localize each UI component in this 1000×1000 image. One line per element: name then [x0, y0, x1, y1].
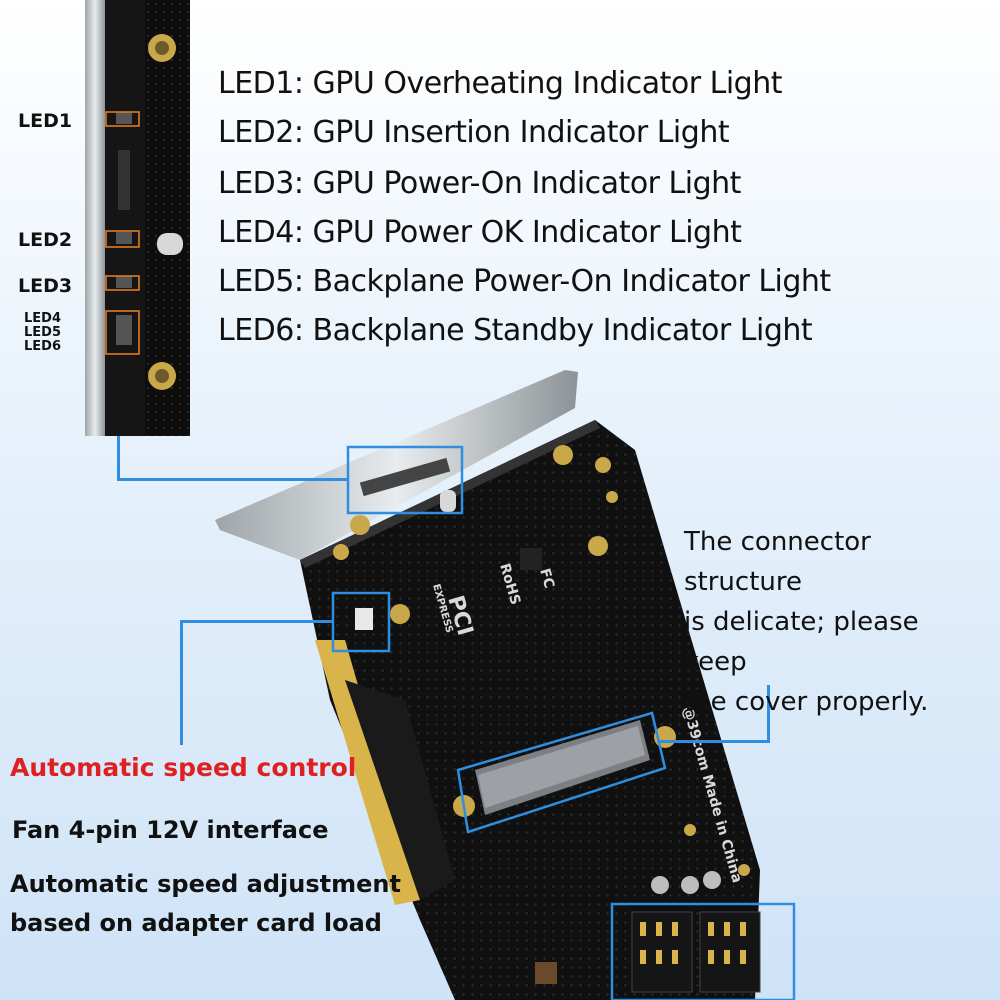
note-callout-line-horizontal [660, 740, 770, 743]
header-callout-box [610, 902, 796, 1000]
led4-label: LED4 [24, 311, 62, 326]
fc-mark: FC [536, 567, 557, 590]
connector-cover-callout-box [456, 711, 667, 834]
connector-note-line3: the cover properly. [684, 687, 929, 717]
led6-label: LED6 [24, 339, 62, 354]
led1-highlight-box [105, 111, 140, 127]
led2-description: LED2: GPU Insertion Indicator Light [218, 115, 730, 150]
note-callout-line-vertical [767, 685, 770, 743]
led2-label: LED2 [18, 229, 73, 251]
connector-note-line1: The connector structure [684, 527, 871, 597]
led1-label: LED1 [18, 110, 73, 132]
led5-description: LED5: Backplane Power-On Indicator Light [218, 264, 831, 299]
led456-labels: LED4 LED5 LED6 [24, 312, 61, 354]
fan-adjust-text: Automatic speed adjustment [10, 870, 401, 898]
fan-callout-line-vertical [180, 620, 183, 745]
led2-highlight-box [105, 230, 140, 248]
led4-description: LED4: GPU Power OK Indicator Light [218, 215, 742, 250]
led3-highlight-box [105, 275, 140, 291]
led1-description: LED1: GPU Overheating Indicator Light [218, 66, 782, 101]
led3-description: LED3: GPU Power-On Indicator Light [218, 166, 741, 201]
fan-callout-line-horizontal [180, 620, 334, 623]
adapter-card [215, 370, 761, 1000]
led-callout-line-vertical [117, 436, 120, 480]
connector-note-line2: is delicate; please keep [684, 607, 919, 677]
led3-label: LED3 [18, 275, 73, 297]
led5-label: LED5 [24, 325, 62, 340]
fan-title: Automatic speed control [10, 753, 357, 782]
led-callout-line-horizontal [117, 478, 349, 481]
fan-load-text: based on adapter card load [10, 909, 382, 937]
led-closeup-strip [85, 0, 190, 436]
led456-highlight-box [105, 310, 140, 355]
led6-description: LED6: Backplane Standby Indicator Light [218, 313, 813, 348]
connector-note: The connector structure is delicate; ple… [684, 522, 984, 722]
fan-interface-text: Fan 4-pin 12V interface [12, 816, 329, 844]
